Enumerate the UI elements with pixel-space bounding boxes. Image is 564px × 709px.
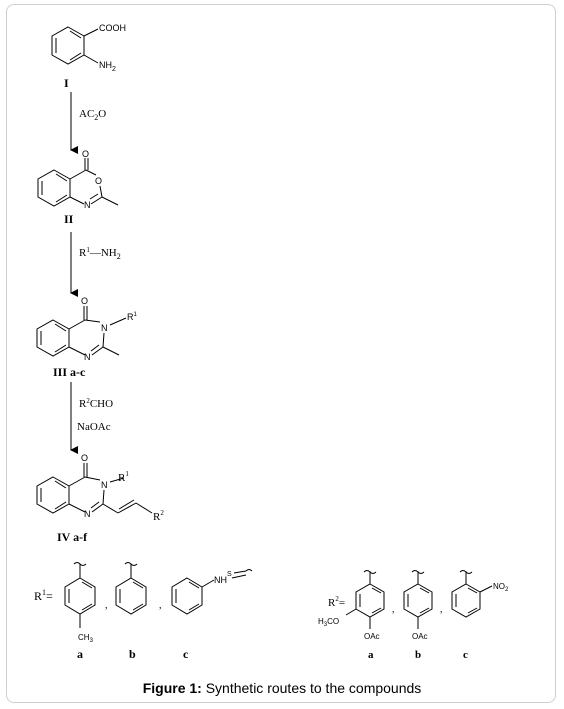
oac-label-b: OAc bbox=[412, 632, 428, 641]
nh2-label: NH2 bbox=[99, 60, 116, 73]
ring-n3-label-IV: N bbox=[101, 480, 108, 490]
ring-n-label-II: N bbox=[84, 200, 91, 210]
r1-substituent-c bbox=[171, 569, 253, 615]
separator-r1-1: , bbox=[105, 600, 108, 611]
reagent-step1: AC2O bbox=[79, 108, 106, 122]
r1-letter-a: a bbox=[77, 647, 83, 661]
reagent-step2: R1—NH2 bbox=[79, 246, 121, 261]
carbonyl-o-label-IV: O bbox=[81, 453, 88, 463]
r1-label-IV: R1 bbox=[118, 470, 129, 484]
compound-I-structure bbox=[51, 26, 99, 65]
ring-o-label-II: O bbox=[95, 176, 102, 186]
figure-frame bbox=[6, 4, 556, 703]
figure-caption: Figure 1: Synthetic routes to the compou… bbox=[0, 680, 564, 696]
r2-substituent-c bbox=[451, 570, 493, 618]
carbonyl-o-label-III: O bbox=[81, 296, 88, 306]
r2-substituent-b bbox=[403, 570, 433, 629]
ring-n3-label-III: N bbox=[101, 323, 108, 333]
compound-I-label: I bbox=[64, 76, 69, 90]
oac-label-a: OAc bbox=[364, 632, 380, 641]
nh-label: NH bbox=[214, 575, 227, 585]
ch3-label: CH3 bbox=[78, 633, 94, 644]
r1-label-III: R1 bbox=[127, 312, 138, 322]
compound-III-label: III a-c bbox=[53, 365, 86, 379]
ring-n1-label-III: N bbox=[84, 352, 91, 362]
reagent-step3-aldehyde: R2CHO bbox=[79, 397, 113, 410]
r2-substituent-a bbox=[345, 570, 385, 629]
compound-II-label: II bbox=[64, 212, 74, 226]
ring-n1-label-IV: N bbox=[84, 509, 91, 519]
separator-r2-1: , bbox=[392, 604, 395, 615]
r2-letter-b: b bbox=[415, 649, 421, 661]
r2-letter-c: c bbox=[463, 649, 468, 661]
r1-substituent-b bbox=[115, 562, 147, 615]
no2-label: NO2 bbox=[493, 582, 509, 593]
caption-text: Synthetic routes to the compounds bbox=[201, 680, 422, 696]
s-label: S bbox=[227, 571, 232, 578]
r2-label-IV: R2 bbox=[153, 509, 164, 523]
r1-definition-label: R1= bbox=[34, 588, 53, 603]
r2-letter-a: a bbox=[368, 649, 374, 661]
cooh-label: COOH bbox=[99, 23, 126, 33]
h3co-label: H3CO bbox=[318, 617, 339, 628]
compound-IV-label: IV a-f bbox=[57, 530, 88, 544]
reagent-step3-base: NaOAc bbox=[77, 421, 111, 433]
r2-definition-label: R2= bbox=[328, 595, 345, 609]
separator-r2-2: , bbox=[440, 604, 443, 615]
separator-r1-2: , bbox=[159, 600, 162, 611]
compound-IV-structure bbox=[36, 463, 153, 514]
r1-substituent-a bbox=[64, 562, 96, 628]
compound-III-structure bbox=[36, 306, 127, 357]
caption-label: Figure 1: bbox=[142, 680, 202, 696]
r1-letter-b: b bbox=[129, 647, 136, 661]
compound-II-structure bbox=[37, 158, 119, 207]
carbonyl-o-label-II: O bbox=[82, 149, 89, 159]
r1-letter-c: c bbox=[183, 647, 189, 661]
